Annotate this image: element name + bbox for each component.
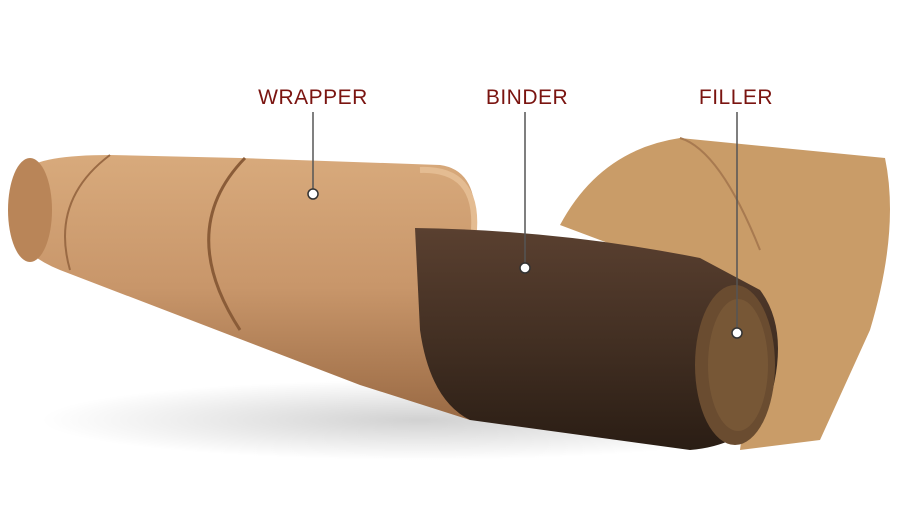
binder-label: BINDER [485,86,569,109]
wrapper-seam [207,156,247,331]
wrapper-leaf [10,155,476,420]
filler-marker-dot [731,327,743,339]
filler-leaf-back [560,138,890,450]
wrapper-end [8,158,52,262]
filler-leaf-edge [679,137,761,251]
wrapper-lip [419,166,478,231]
filler-label: FILLER [698,86,774,109]
filler-texture [708,299,768,431]
binder-marker-dot [519,262,531,274]
wrapper-seam [64,154,111,271]
wrapper-marker-dot [307,188,319,200]
binder-leaf [415,228,778,450]
leader-lines [312,112,738,330]
wrapper-label: WRAPPER [258,86,368,109]
